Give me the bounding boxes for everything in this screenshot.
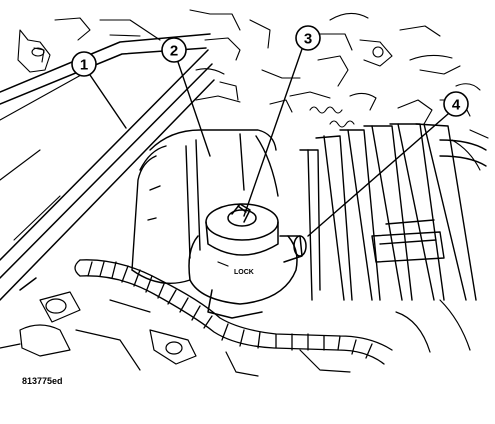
background-clutter: [17, 9, 489, 171]
callout-1-leader: [89, 74, 127, 129]
air-intake-duct: [131, 129, 279, 284]
figure-id: 813775ed: [22, 376, 63, 386]
coolant-reservoir: [188, 203, 307, 319]
callout-1: 1: [71, 51, 127, 129]
callout-4-leader: [307, 113, 449, 237]
callout-3-leader: [243, 48, 303, 217]
callout-2-leader: [177, 61, 211, 157]
left-panel: [0, 69, 91, 241]
callout-2-number: 2: [170, 43, 178, 60]
callout-1-number: 1: [80, 57, 88, 74]
callout-4: 4: [307, 91, 469, 237]
callout-3: 3: [243, 25, 321, 217]
cap-lock-arrow: [217, 261, 229, 267]
corrugated-hose: [74, 259, 393, 365]
ignition-wire-harness: [299, 123, 487, 301]
lower-left-components: [0, 291, 471, 377]
callout-2: 2: [161, 37, 211, 157]
callout-4-number: 4: [452, 97, 461, 114]
callout-3-number: 3: [304, 31, 312, 48]
cap-lock-label: LOCK: [234, 269, 254, 276]
